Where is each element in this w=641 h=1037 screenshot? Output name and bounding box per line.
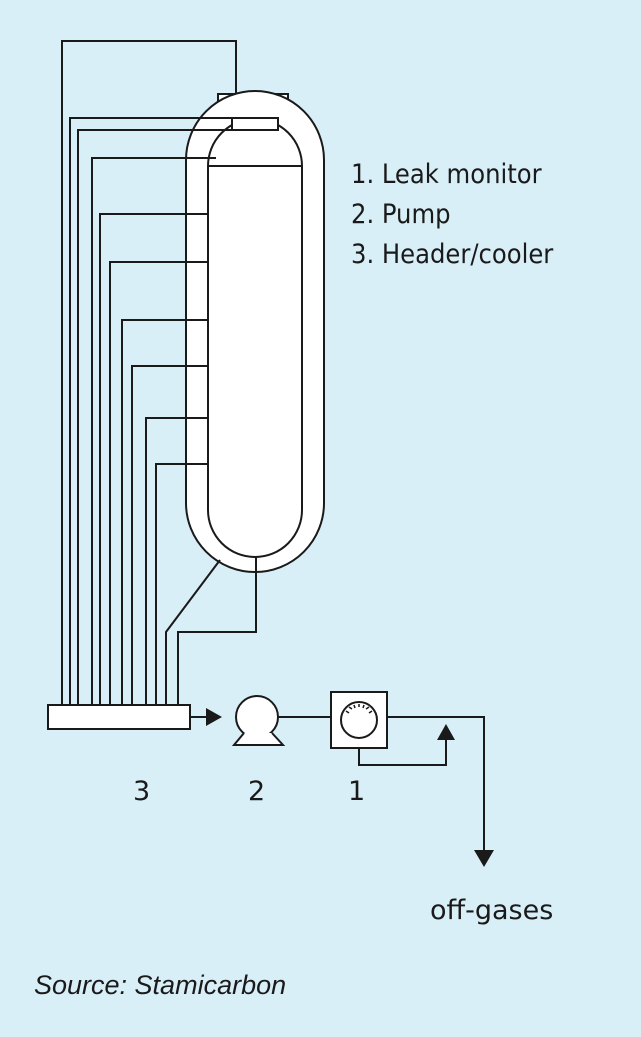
leak-line-8 (131, 365, 208, 705)
leak-line-9 (145, 417, 208, 705)
legend-item-pump: 2. Pump (351, 199, 451, 230)
gauge-ticks (345, 704, 373, 714)
pump-base (231, 732, 286, 746)
leak-line-4 (91, 157, 216, 705)
pump-number-label: 2 (248, 776, 266, 807)
leak-line-7 (121, 319, 208, 705)
legend-item-header-cooler: 3. Header/cooler (351, 239, 554, 270)
leak-line-1 (61, 40, 237, 705)
leak-line-10 (155, 463, 208, 705)
leak-line-12 (177, 556, 257, 705)
leak-line-5 (99, 213, 208, 705)
leak-line-6 (109, 261, 208, 705)
monitor-to-offgas-line (387, 716, 485, 852)
offgas-arrow (474, 850, 494, 867)
bypass-arrow (437, 724, 455, 740)
pump (235, 695, 279, 739)
off-gases-label: off-gases (430, 895, 554, 926)
legend: 1. Leak monitor 2. Pump 3. Header/cooler (351, 155, 553, 275)
header-number-label: 3 (133, 776, 151, 807)
monitor-number-label: 1 (348, 776, 366, 807)
reactor-inner-vessel (207, 118, 303, 558)
monitor-gauge (340, 701, 378, 739)
header-cooler (47, 704, 191, 730)
top-plate (231, 117, 279, 131)
bypass-line (358, 738, 447, 766)
leak-line-2 (69, 117, 232, 705)
legend-item-leak-monitor: 1. Leak monitor (351, 159, 542, 190)
arrow-to-pump (206, 708, 222, 726)
leak-line-3 (77, 129, 232, 705)
source-credit: Source: Stamicarbon (34, 970, 287, 1000)
leak-line-11 (165, 559, 221, 705)
